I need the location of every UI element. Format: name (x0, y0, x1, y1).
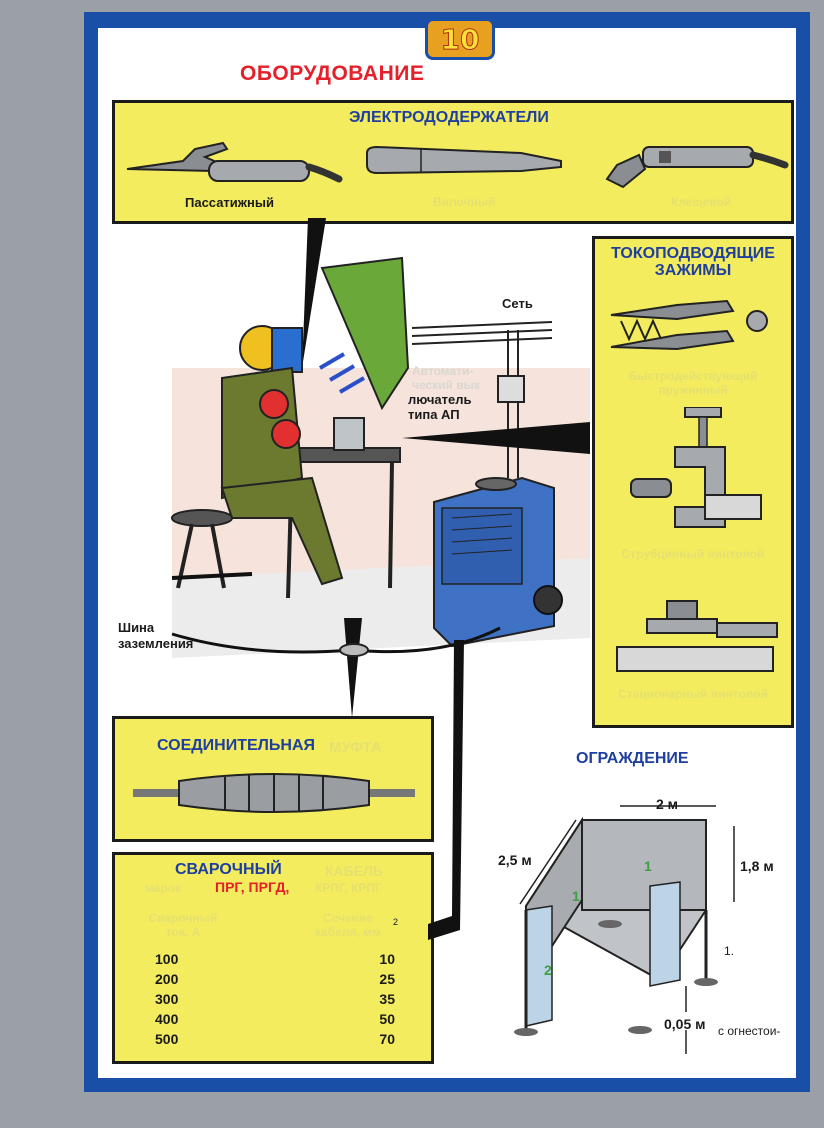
fence-marker-1b: 1 (572, 888, 580, 904)
welding-scene (171, 218, 590, 718)
cable-panel: СВАРОЧНЫЙ КАБЕЛЬ марок ПРГ, ПРГД, КРПГ, … (112, 852, 434, 1064)
page-number-badge: 10 (425, 18, 495, 60)
screw-clamp-icon (630, 407, 762, 528)
spring-clamp-icon (610, 299, 768, 351)
coupling-heading-faint: МУФТА (329, 739, 382, 756)
network-label: Сеть (502, 296, 533, 311)
switch-label-faint: Автомати-ческий вык (412, 364, 480, 392)
cable-section: 10 (379, 951, 395, 967)
fence-dim-width: 2 м (656, 796, 679, 812)
table-row: 200 25 (155, 971, 395, 991)
clamp-label-screw: Струбцинный винтовой (621, 547, 765, 561)
fence-dim-gap: 0,05 м (664, 1016, 706, 1032)
cable-section: 70 (379, 1031, 395, 1047)
welding-machine-icon (433, 476, 563, 648)
clamps-heading: ТОКОПОДВОДЯЩИЕ ЗАЖИМЫ (611, 245, 775, 279)
cable-current: 100 (155, 951, 179, 967)
ground-label: Шина заземления (118, 620, 194, 651)
holder-label-fork: Вилочный (433, 195, 496, 209)
cable-brands-faint-prefix: марок (145, 881, 182, 895)
cable-brands-faint-suffix: КРПГ, КРПГ (315, 881, 382, 895)
connector-arrows (428, 640, 464, 940)
holder-label-pliers: Пассатижный (185, 195, 274, 210)
fence-enclosure-icon (514, 805, 735, 1054)
protective-screen-icon (320, 256, 410, 411)
power-line-icon (411, 321, 553, 478)
holders-panel: ЭЛЕКТРОДОДЕРЖАТЕЛИ Пассатижный Вилочный … (112, 100, 794, 224)
page-title: ОБОРУДОВАНИЕ (240, 62, 425, 85)
page-number: 10 (440, 22, 480, 56)
cable-col2-sup: 2 (393, 917, 399, 927)
fence-dim-height: 1,8 м (740, 858, 774, 874)
cable-current: 200 (155, 971, 179, 987)
stationary-clamp-icon (616, 600, 778, 672)
clamp-label-spring: Быстродействующий пружинный (628, 369, 758, 397)
cable-current: 400 (155, 1011, 179, 1027)
cable-brands: ПРГ, ПРГД, (215, 879, 290, 895)
holder-label-clamp: Клещевой (671, 195, 732, 209)
table-row: 300 35 (155, 991, 395, 1011)
clamp-label-stationary: Стационарный винтовой (618, 687, 768, 701)
fence-note-1: 1. (724, 944, 735, 958)
cable-current: 500 (155, 1031, 179, 1047)
coupling-heading: СОЕДИНИТЕЛЬНАЯ (157, 737, 316, 754)
electrode-holder-clamp-icon (605, 146, 789, 189)
fence-note-fire: с огнестои- (718, 1024, 781, 1038)
circuit-breaker-icon (497, 375, 525, 403)
switch-label: лючатель типа АП (408, 392, 472, 422)
cable-coupling-icon (133, 773, 415, 813)
fence-heading: ОГРАЖДЕНИЕ (576, 750, 689, 767)
cable-section: 50 (379, 1011, 395, 1027)
clamps-panel: ТОКОПОДВОДЯЩИЕ ЗАЖИМЫ Быстродействующий … (592, 236, 794, 728)
coupling-panel: СОЕДИНИТЕЛЬНАЯ МУФТА (112, 716, 434, 842)
fence-dim-length: 2,5 м (498, 852, 532, 868)
electrode-holder-pliers-icon (126, 141, 343, 183)
holders-heading: ЭЛЕКТРОДОДЕРЖАТЕЛИ (349, 109, 549, 126)
cable-section: 25 (379, 971, 395, 987)
table-row: 400 50 (155, 1011, 395, 1031)
fence-marker-1a: 1 (644, 858, 652, 874)
welder-icon (220, 325, 344, 586)
cable-section: 35 (379, 991, 395, 1007)
table-row: 500 70 (155, 1031, 395, 1051)
cable-col2-header: Сечение кабеля, мм (315, 911, 381, 939)
cable-heading: СВАРОЧНЫЙ (175, 861, 282, 878)
fence-marker-2: 2 (544, 962, 552, 978)
cable-rows: 100 10 200 25 300 35 400 50 500 70 (155, 951, 395, 1051)
fence-note-fire2: кой (718, 1054, 737, 1068)
cable-heading-faint: КАБЕЛЬ (325, 863, 383, 879)
cable-col1-header: Сварочный ток, А (148, 911, 218, 939)
cable-current: 300 (155, 991, 179, 1007)
electrode-holder-fork-icon (366, 145, 562, 175)
table-row: 100 10 (155, 951, 395, 971)
